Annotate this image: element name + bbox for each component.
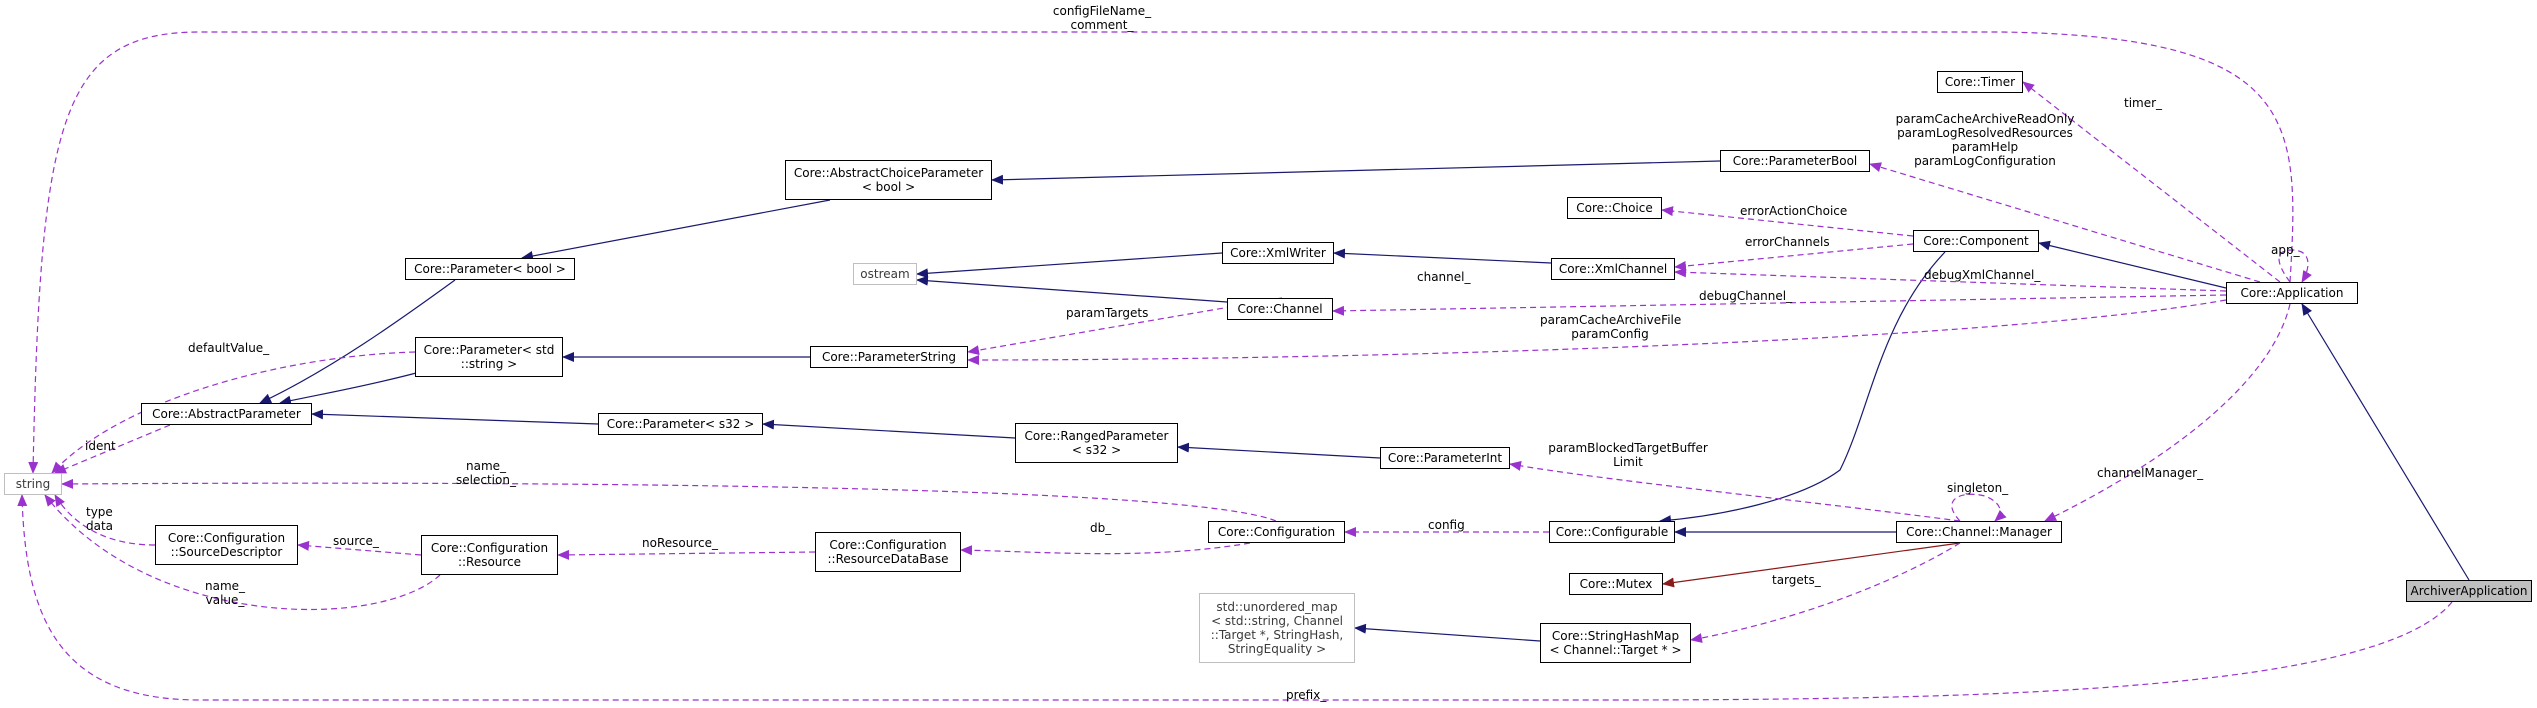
edge-use-debug-xml-channel: [1674, 267, 2227, 292]
node-parameter-s32[interactable]: Core::Parameter< s32 >: [598, 413, 763, 435]
node-mutex[interactable]: Core::Mutex: [1569, 573, 1663, 595]
edge-use-default-value: [51, 351, 416, 474]
label-param-blocked: paramBlockedTargetBuffer Limit: [1548, 441, 1708, 469]
edge-use-error-action-choice: [1661, 206, 1914, 237]
node-parameter-int[interactable]: Core::ParameterInt: [1380, 447, 1510, 469]
node-channel[interactable]: Core::Channel: [1227, 298, 1333, 320]
label-param-bool-members: paramCacheArchiveReadOnly paramLogResolv…: [1895, 112, 2075, 168]
edge-use-config-file-name: [28, 31, 2294, 474]
label-db: db_: [1090, 521, 1112, 535]
edge-inherit-xml-writer: [1333, 248, 1552, 264]
label-targets: targets_: [1772, 573, 1821, 587]
node-abstract-choice-parameter[interactable]: Core::AbstractChoiceParameter < bool >: [785, 160, 992, 200]
edge-use-timer: [2022, 81, 2281, 283]
node-parameter-bool-template[interactable]: Core::Parameter< bool >: [405, 258, 575, 280]
edge-use-db: [960, 542, 1251, 556]
node-xml-writer[interactable]: Core::XmlWriter: [1222, 242, 1334, 264]
label-param-string-members: paramCacheArchiveFile paramConfig: [1540, 313, 1682, 341]
label-debug-channel: debugChannel_: [1699, 289, 1793, 303]
edge-use-source: [297, 540, 422, 556]
label-source: source_: [333, 534, 379, 548]
edge-private-mutex: [1662, 542, 1961, 588]
label-config-file-name: configFileName_ comment_: [1052, 4, 1152, 32]
edge-inherit-parameter-std-string: [279, 371, 421, 406]
label-debug-xml-channel: debugXmlChannel_: [1924, 268, 2041, 282]
edge-use-param-string: [967, 299, 2227, 365]
node-ostream[interactable]: ostream: [853, 263, 917, 285]
label-no-resource: noResource_: [642, 536, 718, 550]
node-parameter-string[interactable]: Core::ParameterString: [810, 346, 968, 368]
edge-inherit-abstract-choice: [521, 199, 831, 261]
label-error-action-choice: errorActionChoice: [1740, 204, 1848, 218]
edge-inherit-xml-channel: [916, 252, 1223, 279]
node-string[interactable]: string: [4, 473, 62, 495]
node-choice[interactable]: Core::Choice: [1567, 197, 1662, 219]
label-prefix: prefix_: [1286, 688, 1327, 702]
label-type-data: type data: [86, 505, 114, 533]
node-string-hash-map[interactable]: Core::StringHashMap < Channel::Target * …: [1540, 623, 1691, 663]
edge-inherit-parameter-int: [1177, 442, 1381, 459]
label-singleton: singleton_: [1947, 481, 2009, 495]
node-configuration[interactable]: Core::Configuration: [1208, 521, 1345, 543]
node-configurable[interactable]: Core::Configurable: [1549, 521, 1675, 543]
node-application[interactable]: Core::Application: [2226, 282, 2358, 304]
node-abstract-parameter[interactable]: Core::AbstractParameter: [141, 403, 312, 425]
edge-inherit-component-configurable: [1659, 251, 1946, 526]
node-channel-manager[interactable]: Core::Channel::Manager: [1896, 521, 2062, 543]
edge-use-prefix: [17, 494, 2453, 701]
edge-inherit-string-hash-map: [1354, 623, 1541, 642]
edge-use-param-int: [1509, 461, 1961, 522]
label-name-selection: name_ selection_: [456, 459, 516, 487]
node-xml-channel[interactable]: Core::XmlChannel: [1551, 258, 1675, 280]
edge-inherit-parameter-s32: [311, 409, 599, 425]
edge-inherit-component: [2038, 240, 2227, 289]
edge-use-ident: [54, 424, 171, 474]
edge-use-param-bool: [1869, 162, 2261, 283]
edge-use-singleton: [1951, 493, 2007, 522]
label-default-value: defaultValue_: [188, 341, 270, 355]
label-config: config: [1428, 518, 1465, 532]
node-ranged-parameter[interactable]: Core::RangedParameter < s32 >: [1015, 423, 1178, 463]
node-unordered-map[interactable]: std::unordered_map < std::string, Channe…: [1199, 593, 1355, 663]
label-channel-manager: channelManager_: [2097, 466, 2204, 480]
edge-use-app: [2278, 249, 2312, 283]
edge-use-targets: [1690, 542, 1961, 643]
label-channel: channel_: [1417, 270, 1471, 284]
label-param-targets: paramTargets: [1066, 306, 1149, 320]
label-name-value: name_ value_: [204, 579, 246, 607]
edge-inherit-archiver-application: [2301, 303, 2470, 581]
edge-inherit-ranged-parameter: [762, 419, 1016, 439]
node-timer[interactable]: Core::Timer: [1937, 71, 2023, 93]
edge-inherit-parameter-bool-template: [259, 279, 456, 404]
label-ident: ident: [85, 439, 116, 453]
label-app: app_: [2271, 243, 2300, 257]
node-source-descriptor[interactable]: Core::Configuration ::SourceDescriptor: [155, 525, 298, 565]
node-component[interactable]: Core::Component: [1913, 230, 2039, 252]
node-parameter-std-string[interactable]: Core::Parameter< std ::string >: [415, 337, 563, 377]
node-archiver-application[interactable]: ArchiverApplication: [2406, 580, 2532, 602]
edge-inherit-channel: [916, 275, 1228, 303]
node-parameter-bool[interactable]: Core::ParameterBool: [1720, 150, 1870, 172]
edge-use-no-resource: [557, 549, 816, 560]
node-resource[interactable]: Core::Configuration ::Resource: [421, 535, 558, 575]
node-resource-database[interactable]: Core::Configuration ::ResourceDataBase: [815, 532, 961, 572]
label-error-channels: errorChannels: [1745, 235, 1830, 249]
edge-use-debug-channel: [1332, 294, 2227, 316]
edge-use-channel-manager: [2044, 303, 2291, 522]
edge-inherit-parameter-bool: [991, 160, 1721, 185]
label-timer: timer_: [2124, 96, 2163, 110]
edge-use-name-selection: [61, 478, 1277, 522]
